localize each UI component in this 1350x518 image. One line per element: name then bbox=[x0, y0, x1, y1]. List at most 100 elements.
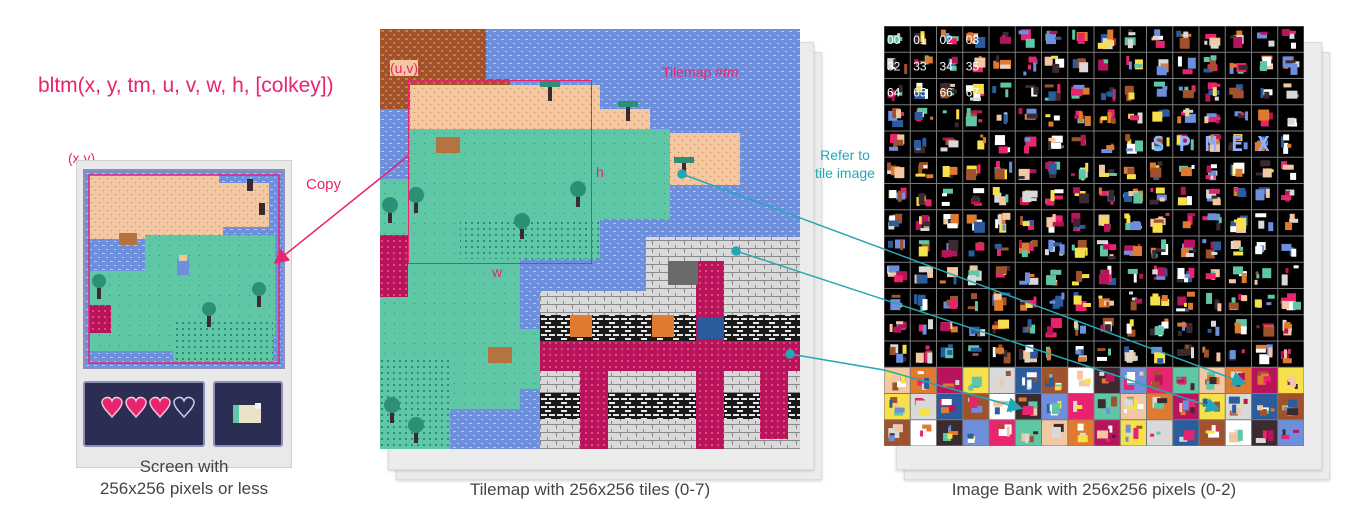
bank-tile bbox=[914, 31, 927, 45]
copy-label: Copy bbox=[306, 176, 342, 193]
bank-tile bbox=[1128, 112, 1143, 124]
bank-tile bbox=[1251, 367, 1278, 394]
bank-letter: E bbox=[1231, 132, 1243, 156]
bank-tile bbox=[1230, 162, 1245, 177]
bank-tile bbox=[1045, 189, 1064, 206]
bank-tile bbox=[972, 56, 986, 73]
bank-tile bbox=[1277, 419, 1304, 446]
bank-tile bbox=[910, 393, 937, 420]
bank-tile bbox=[1149, 187, 1167, 205]
bank-tile bbox=[943, 213, 959, 229]
bank-tile bbox=[948, 56, 958, 71]
bank-tile bbox=[1202, 346, 1221, 362]
bank-tile bbox=[936, 419, 963, 446]
bank-tile bbox=[1254, 294, 1275, 308]
bank-tile bbox=[884, 367, 911, 394]
bank-tile bbox=[1123, 188, 1144, 204]
bank-tile bbox=[915, 162, 934, 179]
bank-letter: S bbox=[1153, 132, 1165, 156]
bank-tile bbox=[941, 188, 953, 206]
bank-tile bbox=[1229, 84, 1244, 99]
bank-tile bbox=[1120, 367, 1147, 394]
bank-tile bbox=[914, 82, 928, 100]
bank-tile bbox=[1153, 81, 1168, 97]
bank-tile bbox=[1070, 162, 1089, 181]
bank-tile bbox=[966, 32, 986, 48]
bank-tile bbox=[994, 135, 1011, 154]
bank-tile bbox=[1207, 320, 1220, 336]
bank-tile bbox=[940, 137, 959, 152]
bank-tile bbox=[1072, 58, 1089, 73]
bank-tile bbox=[1280, 348, 1292, 364]
bank-tile bbox=[1151, 29, 1165, 48]
bank-tile bbox=[1015, 367, 1042, 394]
bank-tile bbox=[1019, 190, 1038, 206]
bank-tile bbox=[1100, 317, 1114, 334]
screen-panel: Screen with 256x256 pixels or less bbox=[76, 160, 292, 498]
source-rect bbox=[408, 80, 592, 264]
bank-tile bbox=[1097, 348, 1112, 361]
bank-tile bbox=[1283, 83, 1299, 99]
bank-tile bbox=[1229, 62, 1248, 74]
height-label: h bbox=[596, 164, 604, 180]
refer-label-line2: tile image bbox=[815, 165, 875, 181]
bank-tile bbox=[1071, 270, 1090, 286]
bank-tile bbox=[914, 294, 928, 311]
bank-tile bbox=[968, 345, 982, 356]
screen-caption-line2: 256x256 pixels or less bbox=[99, 479, 269, 498]
bank-tile bbox=[1287, 117, 1298, 127]
bank-tile bbox=[1025, 85, 1039, 97]
bank-tile bbox=[992, 344, 1011, 364]
bank-tile bbox=[940, 344, 954, 359]
refer-arrow-3 bbox=[789, 353, 1023, 412]
bank-tile bbox=[1067, 367, 1094, 394]
bank-tile bbox=[1230, 240, 1244, 256]
bank-tile bbox=[940, 322, 958, 333]
bank-tile bbox=[994, 160, 1013, 180]
bank-tile bbox=[1205, 269, 1220, 281]
tilemap-title-prefix: Tilemap # bbox=[662, 64, 723, 80]
tilemap-canvas bbox=[380, 29, 800, 449]
bank-tile bbox=[1280, 134, 1292, 154]
bank-tile bbox=[995, 212, 1011, 233]
bank-tile bbox=[1228, 294, 1248, 311]
bank-tile bbox=[1018, 239, 1038, 258]
bank-tile bbox=[1176, 134, 1194, 151]
bank-tile bbox=[1018, 29, 1035, 48]
bank-tile bbox=[1123, 166, 1136, 180]
bank-tile bbox=[1018, 344, 1038, 363]
bank-tile bbox=[1257, 31, 1275, 47]
bank-tile bbox=[1225, 419, 1252, 446]
bank-index-label: 03 bbox=[966, 33, 980, 47]
bank-tile bbox=[1178, 164, 1195, 177]
bank-tile bbox=[1067, 393, 1094, 420]
bank-tile bbox=[942, 165, 958, 179]
bank-tile bbox=[1203, 55, 1218, 73]
bank-tile bbox=[910, 419, 937, 446]
bank-tile bbox=[1277, 393, 1304, 420]
bank-tile bbox=[889, 321, 907, 333]
bank-tile bbox=[942, 109, 960, 128]
screen-caption-line1: Screen with bbox=[139, 457, 229, 476]
bank-tile bbox=[1047, 135, 1065, 151]
bank-tile bbox=[994, 243, 1009, 257]
bank-tile bbox=[1120, 419, 1147, 446]
bank-tile bbox=[1282, 56, 1300, 75]
bank-tile bbox=[1094, 419, 1121, 446]
bank-tile bbox=[1045, 161, 1061, 179]
bank-tile bbox=[887, 162, 905, 179]
bank-tile bbox=[1126, 56, 1143, 70]
bank-tile bbox=[889, 344, 907, 363]
tilemap-title-var: tm bbox=[722, 64, 739, 80]
refer-arrow-2 bbox=[735, 250, 1221, 413]
bank-tile bbox=[1156, 59, 1169, 76]
bank-tile bbox=[1124, 213, 1142, 231]
bank-tile bbox=[1255, 213, 1274, 232]
bank-tile bbox=[915, 345, 933, 364]
bank-tile bbox=[1097, 240, 1117, 260]
bank-tile bbox=[1023, 56, 1038, 76]
hearts-panel bbox=[83, 381, 205, 447]
bank-tile bbox=[1206, 188, 1221, 206]
bank-tile bbox=[941, 239, 959, 258]
